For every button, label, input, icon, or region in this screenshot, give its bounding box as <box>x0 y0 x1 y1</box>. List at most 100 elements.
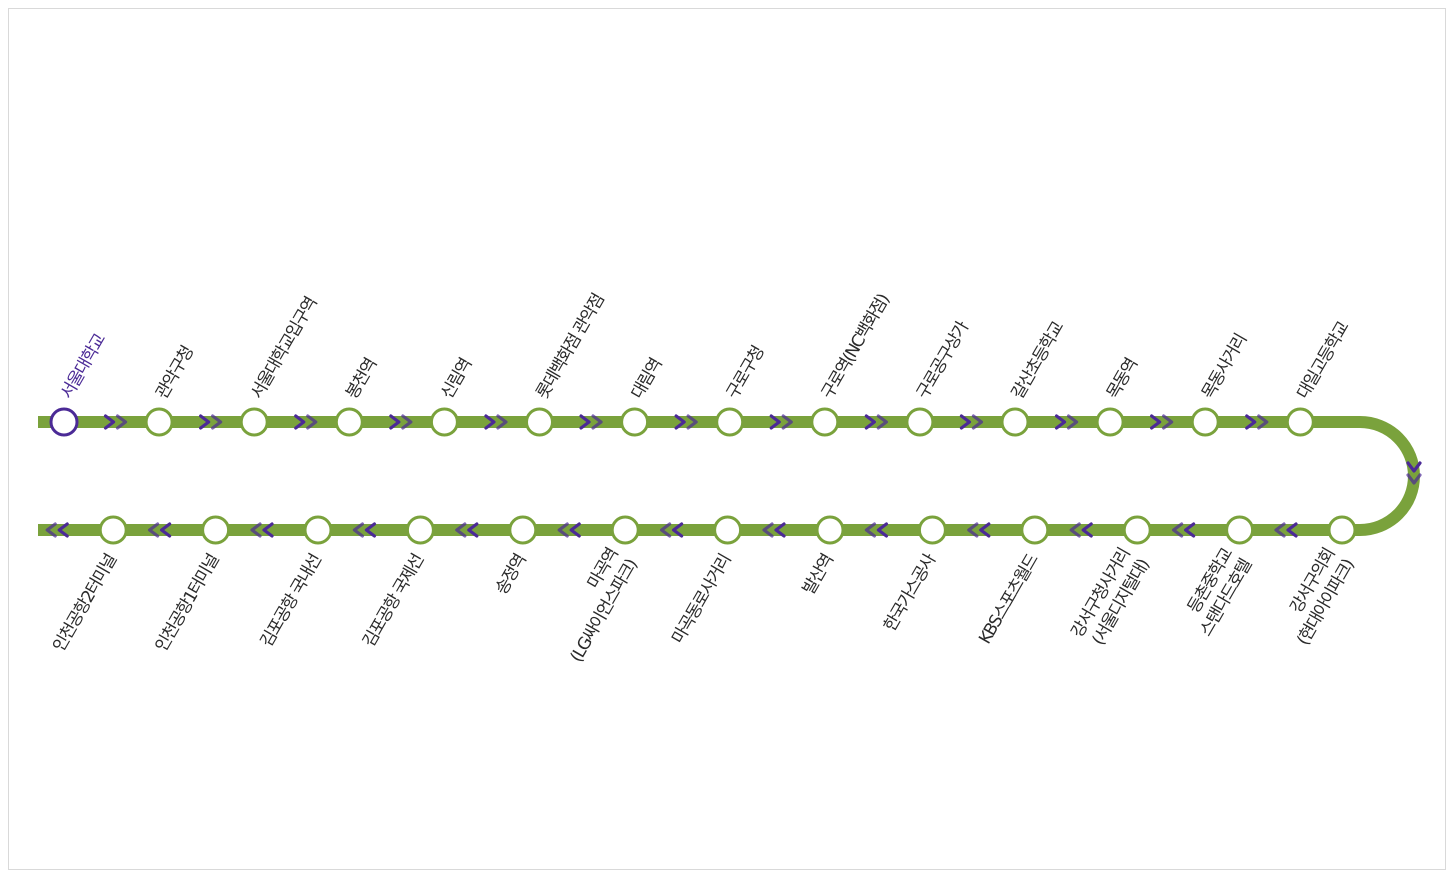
stop-label: 목동역 <box>1103 356 1142 403</box>
stop-label: 인천공항1터미널 <box>152 551 224 656</box>
stop-marker[interactable] <box>201 515 231 545</box>
stop-name: 구로구청 <box>723 344 769 403</box>
stop-label: 구로공구상가 <box>913 317 974 402</box>
stop-name: 구로공구상가 <box>913 317 974 402</box>
stop-name: 대일고등학교 <box>1293 318 1353 402</box>
svg-text:구로공구상가: 구로공구상가 <box>913 317 974 402</box>
svg-text:구로역(NC백화점): 구로역(NC백화점) <box>818 291 894 403</box>
direction-arrows <box>45 414 1422 538</box>
stop-marker[interactable] <box>98 515 128 545</box>
stop-marker[interactable] <box>713 515 743 545</box>
direction-arrow-left <box>352 522 376 538</box>
svg-text:강서구청사거리(서울디지털대): 강서구청사거리(서울디지털대) <box>1068 545 1154 652</box>
svg-text:강서구의회(현대아이파크): 강서구의회(현대아이파크) <box>1274 545 1358 649</box>
svg-text:마곡동로사거리: 마곡동로사거리 <box>668 552 735 648</box>
svg-text:발산역: 발산역 <box>799 552 838 599</box>
svg-text:김포공항 국제선: 김포공항 국제선 <box>359 552 428 651</box>
direction-arrow-right <box>674 414 698 430</box>
stop-name: 김포공항 국제선 <box>359 552 428 651</box>
direction-arrow-left <box>660 522 684 538</box>
svg-text:인천공항1터미널: 인천공항1터미널 <box>152 551 224 656</box>
svg-text:서울대학교입구역: 서울대학교입구역 <box>247 295 321 403</box>
stop-marker[interactable] <box>508 515 538 545</box>
stop-markers[interactable] <box>49 407 1357 545</box>
stop-marker[interactable] <box>1122 515 1152 545</box>
stop-label: 구로역(NC백화점) <box>818 291 894 403</box>
stop-marker[interactable] <box>239 407 269 437</box>
stop-marker[interactable] <box>1327 515 1357 545</box>
stop-label: 봉천역 <box>342 356 381 403</box>
svg-text:송정역: 송정역 <box>492 552 531 599</box>
direction-arrow-left <box>864 522 888 538</box>
stop-name: 송정역 <box>492 552 531 599</box>
direction-arrow-right <box>1245 414 1269 430</box>
direction-arrow-left <box>148 522 172 538</box>
direction-arrow-left <box>1172 522 1196 538</box>
stop-label: 대일고등학교 <box>1293 318 1353 402</box>
svg-text:대림역: 대림역 <box>628 356 667 403</box>
current-stop-marker[interactable] <box>49 407 79 437</box>
stop-marker[interactable] <box>405 515 435 545</box>
stop-marker[interactable] <box>610 515 640 545</box>
stop-marker[interactable] <box>810 407 840 437</box>
direction-arrow-left <box>762 522 786 538</box>
stop-name: 김포공항 국내선 <box>257 552 326 651</box>
stop-marker[interactable] <box>815 515 845 545</box>
direction-arrow-left <box>455 522 479 538</box>
direction-arrow-right <box>1054 414 1079 430</box>
stop-label: 구로구청 <box>723 344 769 403</box>
stop-marker[interactable] <box>429 407 459 437</box>
route-line-path <box>38 416 1420 536</box>
route-map-frame <box>8 8 1446 870</box>
stop-label: 롯데백화점 관악점 <box>533 291 609 402</box>
stop-marker[interactable] <box>620 407 650 437</box>
stop-marker[interactable] <box>334 407 364 437</box>
stop-name: 롯데백화점 관악점 <box>533 291 609 402</box>
svg-text:목동사거리: 목동사거리 <box>1198 331 1251 402</box>
stop-label: 강서구의회(현대아이파크) <box>1274 545 1358 649</box>
stop-marker[interactable] <box>1020 515 1050 545</box>
route-line <box>38 416 1420 536</box>
stop-marker[interactable] <box>1285 407 1315 437</box>
stop-label: 김포공항 국제선 <box>359 552 428 651</box>
stop-name: 인천공항2터미널 <box>49 551 121 656</box>
stop-marker[interactable] <box>1000 407 1030 437</box>
stop-label: 인천공항2터미널 <box>49 551 121 656</box>
direction-arrow-right <box>769 414 793 430</box>
stop-label: 갈산초등학교 <box>1008 318 1068 402</box>
direction-arrow-left <box>45 522 69 538</box>
stop-name: 구로역(NC백화점) <box>818 291 894 403</box>
stop-name: 목동사거리 <box>1198 331 1251 402</box>
svg-text:관악구청: 관악구청 <box>152 344 198 403</box>
direction-arrow-down <box>1406 461 1422 485</box>
stop-name: 대림역 <box>628 356 667 403</box>
svg-text:한국가스공사: 한국가스공사 <box>880 550 941 635</box>
stop-marker[interactable] <box>525 407 554 437</box>
direction-arrow-right <box>199 414 223 430</box>
stop-marker[interactable] <box>1225 515 1255 545</box>
stop-marker[interactable] <box>715 407 745 437</box>
stop-marker[interactable] <box>144 407 174 437</box>
stop-name: 발산역 <box>799 552 838 599</box>
direction-arrow-right <box>294 414 318 430</box>
svg-text:롯데백화점 관악점: 롯데백화점 관악점 <box>533 291 609 402</box>
stop-marker[interactable] <box>1095 407 1125 437</box>
svg-text:김포공항 국내선: 김포공항 국내선 <box>257 552 326 651</box>
stop-name: 관악구청 <box>152 344 198 403</box>
stop-name: 서울대학교 <box>57 331 110 403</box>
svg-text:목동역: 목동역 <box>1103 356 1142 403</box>
stop-marker[interactable] <box>905 407 935 437</box>
direction-arrow-right <box>1150 414 1174 430</box>
stop-label: 송정역 <box>492 552 531 599</box>
direction-arrow-right <box>864 414 888 430</box>
stop-marker[interactable] <box>1190 407 1220 437</box>
stop-label: KBS스포츠월드 <box>975 551 1043 648</box>
stop-marker[interactable] <box>917 515 947 545</box>
stop-label: 강서구청사거리(서울디지털대) <box>1068 545 1154 652</box>
direction-arrow-right <box>389 414 413 430</box>
stop-label: 등촌중학교스탠다드호텔 <box>1184 545 1256 640</box>
stop-label: 신림역 <box>437 356 476 403</box>
stop-marker[interactable] <box>303 515 333 545</box>
direction-arrow-right <box>579 414 603 430</box>
